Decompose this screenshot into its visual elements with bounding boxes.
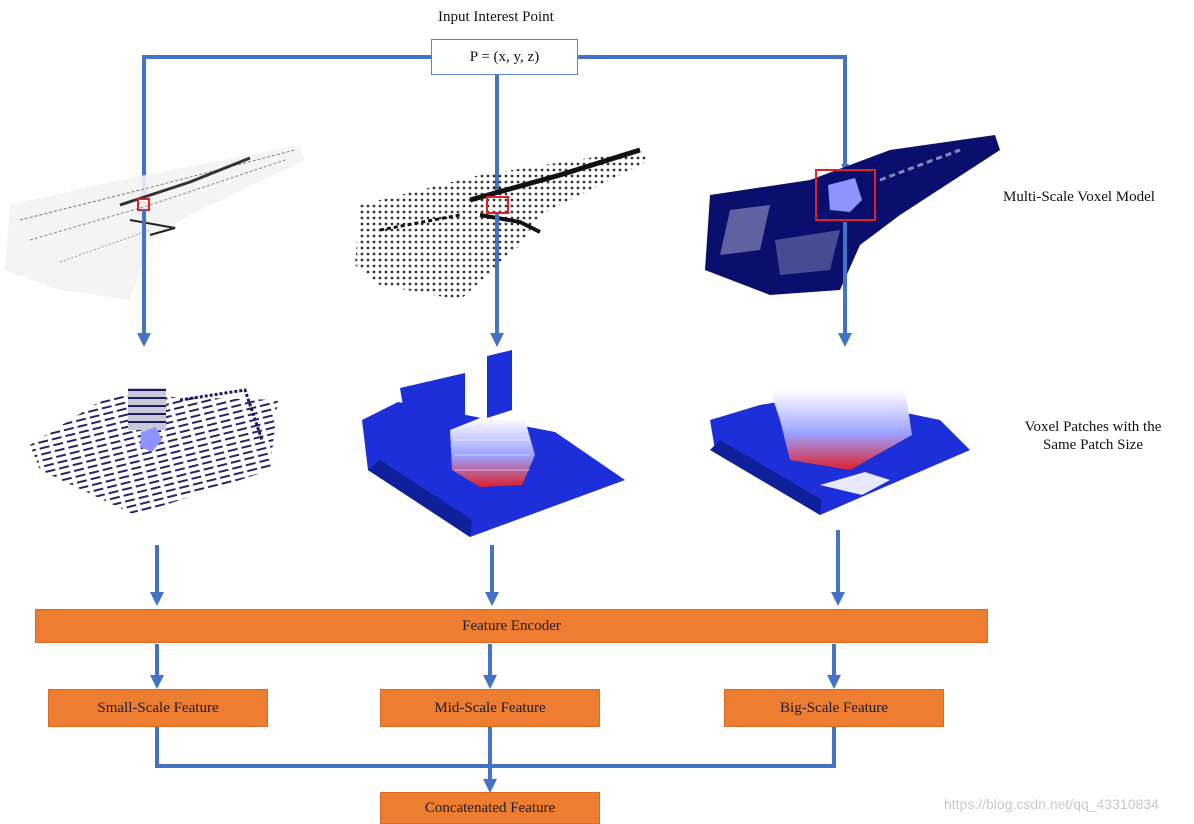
voxel-patch-big [710, 375, 970, 515]
label-voxel-patches: Voxel Patches with the Same Patch Size [1008, 418, 1178, 454]
concatenated-feature-box: Concatenated Feature [380, 792, 600, 824]
model-to-patch-arrows [137, 210, 852, 347]
encoder-to-feature-arrows [150, 644, 841, 689]
label-multi-scale-voxel-model: Multi-Scale Voxel Model [1003, 189, 1155, 205]
feature-encoder-box: Feature Encoder [35, 609, 988, 643]
voxel-model-mid [355, 147, 650, 300]
voxel-patch-mid [362, 350, 625, 537]
patch-to-encoder-arrows [150, 530, 845, 606]
watermark: https://blog.csdn.net/qq_43310834 [944, 796, 1159, 812]
big-scale-feature-box: Big-Scale Feature [724, 689, 944, 727]
input-point-box: P = (x, y, z) [431, 39, 578, 75]
small-scale-feature-box: Small-Scale Feature [48, 689, 268, 727]
label-voxel-patches-line1: Voxel Patches with the [1024, 419, 1162, 435]
voxel-model-big [705, 135, 1000, 295]
merge-connectors [155, 727, 836, 793]
diagram-title: Input Interest Point [438, 9, 554, 25]
mid-scale-feature-box: Mid-Scale Feature [380, 689, 600, 727]
voxel-patch-small [30, 388, 278, 515]
label-voxel-patches-line2: Same Patch Size [1043, 437, 1143, 453]
voxel-model-small [5, 145, 305, 300]
